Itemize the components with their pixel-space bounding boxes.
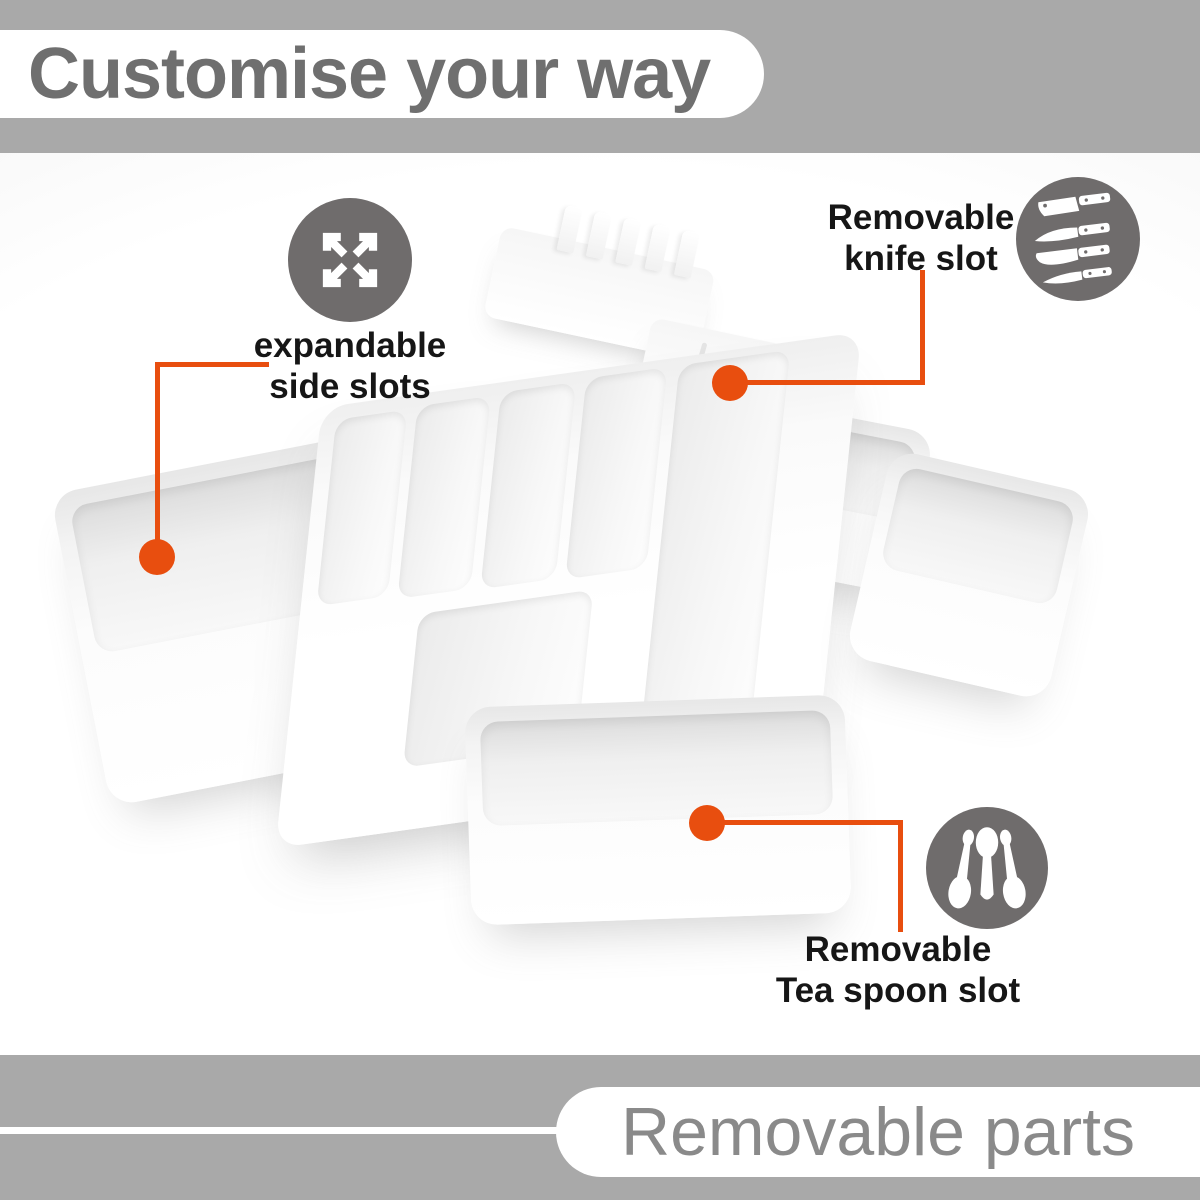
knife-slot-fin xyxy=(585,211,613,260)
knife-slot-fin xyxy=(644,223,671,273)
footer-title: Removable parts xyxy=(620,1094,1136,1170)
knife-slot-fin xyxy=(615,217,642,266)
knife-slot-fin xyxy=(673,229,701,279)
cutlery-slot-3 xyxy=(480,381,577,590)
cutlery-slot-1 xyxy=(316,409,408,607)
tea-spoon-tray xyxy=(464,694,852,926)
tea-spoon-label-line2: Tea spoon slot xyxy=(775,971,1021,1010)
expandable-label-line1: expandable xyxy=(253,326,447,365)
tea-spoon-connector-vertical xyxy=(898,820,903,932)
tray-cavity xyxy=(479,709,834,827)
tray-cavity xyxy=(879,465,1077,607)
knife-slot-label-line1: Removable xyxy=(827,198,1015,237)
page-title: Customise your way xyxy=(28,34,711,114)
footer-banner: Removable parts xyxy=(556,1087,1200,1177)
tea-spoon-label-line1: Removable xyxy=(804,930,992,969)
footer-stripe xyxy=(0,1127,600,1134)
tea-spoons-icon xyxy=(926,807,1048,929)
header-banner: Customise your way xyxy=(0,30,764,118)
expandable-connector-vertical xyxy=(155,362,160,544)
knife-pointer-dot xyxy=(712,365,748,401)
expand-arrows-icon xyxy=(288,198,412,322)
knife-connector-horizontal xyxy=(733,380,925,385)
knife-connector-vertical xyxy=(920,270,925,383)
cutlery-slot-4 xyxy=(565,367,668,580)
expandable-connector-horizontal xyxy=(155,362,269,367)
tea-spoon-connector-horizontal xyxy=(707,820,903,825)
tea-spoon-label: Removable Tea spoon slot xyxy=(728,929,1068,1011)
expandable-label-line2: side slots xyxy=(269,367,431,406)
expandable-pointer-dot xyxy=(139,539,175,575)
product-photo-area: expandable side slots xyxy=(0,153,1200,1055)
knife-set-icon xyxy=(1016,177,1140,301)
knife-slot-label: Removable knife slot xyxy=(811,197,1031,279)
knife-slot-fin xyxy=(556,204,583,254)
cutlery-slot-2 xyxy=(397,395,491,599)
expandable-label: expandable side slots xyxy=(220,325,480,407)
